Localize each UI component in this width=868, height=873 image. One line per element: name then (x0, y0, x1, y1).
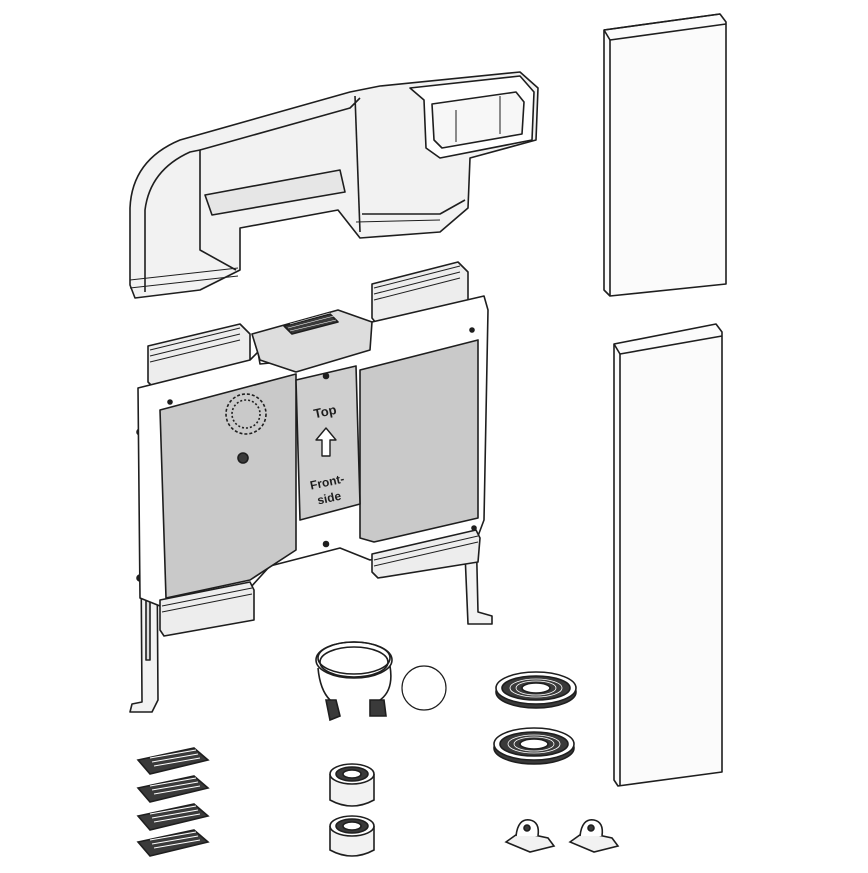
extension-duct-lower (613, 323, 723, 787)
grease-filter-pad (136, 803, 210, 831)
charcoal-filter (495, 671, 577, 709)
grease-filter-pad (136, 829, 210, 857)
upper-duct-adapter (129, 71, 539, 299)
cable-clip (568, 819, 620, 853)
power-cable (315, 641, 393, 722)
extension-duct-upper (603, 13, 727, 297)
sealing-tape-roll (329, 815, 375, 857)
grease-filter-pad (136, 775, 210, 803)
charcoal-filter (493, 727, 575, 765)
label-front-line2: side (316, 489, 343, 508)
o-ring (401, 665, 447, 711)
ventilation-unit (137, 261, 489, 637)
label-top: Top (312, 402, 338, 421)
sealing-tape-roll (329, 763, 375, 807)
cable-clip (504, 819, 556, 853)
grease-filter-pad (136, 747, 210, 775)
